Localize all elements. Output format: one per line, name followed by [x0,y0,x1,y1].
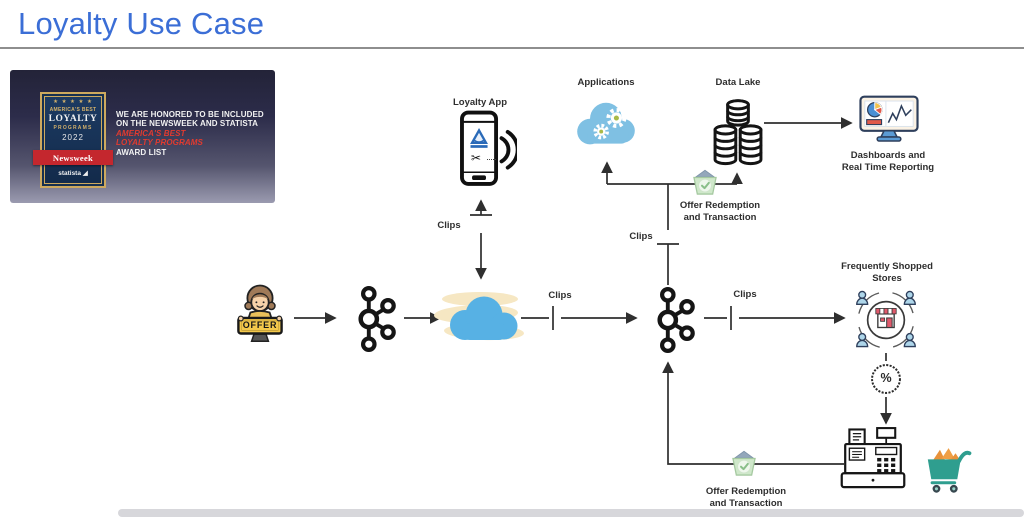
title-divider [0,47,1024,49]
stream-cloud-icon [434,292,524,341]
label-applications: Applications [577,77,635,88]
line-chart [887,103,912,124]
label-dashboards: Dashboards and Real Time Reporting [842,150,934,174]
customer-icon [903,290,916,306]
pie-chart [866,101,883,118]
offer-basket-icon [693,169,717,195]
label-offer-redemption: Offer Redemption and Transaction [706,486,786,510]
customer-icon [856,290,869,306]
label-frequently-shopped-stores: Frequently Shopped Stores [841,261,933,285]
offer-sign-label: OFFER [242,320,278,330]
plaque-subtitle: PROGRAMS [53,125,93,131]
label-dashboards-line2: Real Time Reporting [841,162,935,173]
dashboards-monitor-icon [859,95,919,142]
award-message: WE ARE HONORED TO BE INCLUDED ON THE NEW… [116,110,268,157]
label-loyalty-app: Loyalty App [452,97,508,108]
award-message-line: LOYALTY PROGRAMS [116,138,203,148]
newsweek-ribbon: Newsweek [33,150,113,165]
label-offer-redemption: Offer Redemption and Transaction [680,200,760,224]
label-clips: Clips [733,289,757,300]
gear-icon-large [606,108,627,128]
label-clips: Clips [437,220,461,231]
bottom-scrollbar[interactable] [118,509,1024,517]
award-message-line: ON THE NEWSWEEK AND STATISTA [116,119,259,129]
award-message-line: WE ARE HONORED TO BE INCLUDED [116,110,264,119]
plaque-title: LOYALTY [48,114,98,124]
statista-logo: statista ◢ [58,170,88,177]
cash-register-icon [840,427,906,489]
storefront-icon [875,308,897,329]
signal-waves-icon [499,130,517,170]
award-message-line: AMERICA'S BEST [116,128,186,138]
customer-icon [903,332,916,348]
award-plaque: ★ ★ ★ ★ ★ AMERICA'S BEST LOYALTY PROGRAM… [33,92,113,188]
kafka-icon-core [657,287,695,353]
bar-chart [866,119,883,126]
percent-badge-icon [871,364,901,394]
label-offer-redemption-line1: Offer Redemption [679,200,761,211]
award-banner: ★ ★ ★ ★ ★ AMERICA'S BEST LOYALTY PROGRAM… [10,70,275,203]
label-offer-redemption-line2: and Transaction [709,498,783,509]
page-title: Loyalty Use Case [18,6,265,41]
award-message-line: AWARD LIST [116,147,167,157]
coupon-dotted-line [487,159,496,160]
app-logo-icon [470,128,488,148]
label-offer-redemption-line1: Offer Redemption [705,486,787,497]
offer-basket-icon [732,450,756,476]
cloud-shape [577,102,635,145]
kafka-icon-ingest [358,286,396,352]
label-clips: Clips [548,290,572,301]
scissors-icon: ✂ [471,151,482,165]
keypad [871,457,896,482]
plaque-kicker: AMERICA'S BEST [49,107,97,113]
label-stores-line2: Stores [872,273,902,284]
shopping-cart-icon [927,448,972,493]
offer-person-icon [237,284,283,343]
label-stores-line1: Frequently Shopped [841,261,933,272]
label-data-lake: Data Lake [715,77,761,88]
plaque-stars: ★ ★ ★ ★ ★ [53,99,93,105]
frequently-shopped-stores-icon [856,290,916,349]
check-icon [740,462,749,471]
label-clips: Clips [629,231,653,242]
label-offer-redemption-line2: and Transaction [683,212,757,223]
customer-icon [856,332,869,348]
cloud-shape [450,296,518,340]
percent-label: % [880,371,892,385]
data-lake-icon [713,99,763,166]
loyalty-app-phone-icon [460,110,517,186]
label-dashboards-line1: Dashboards and [850,150,926,161]
plaque-year: 2022 [62,133,84,142]
applications-cloud-icon [577,102,635,145]
gear-icon-small [593,123,609,140]
